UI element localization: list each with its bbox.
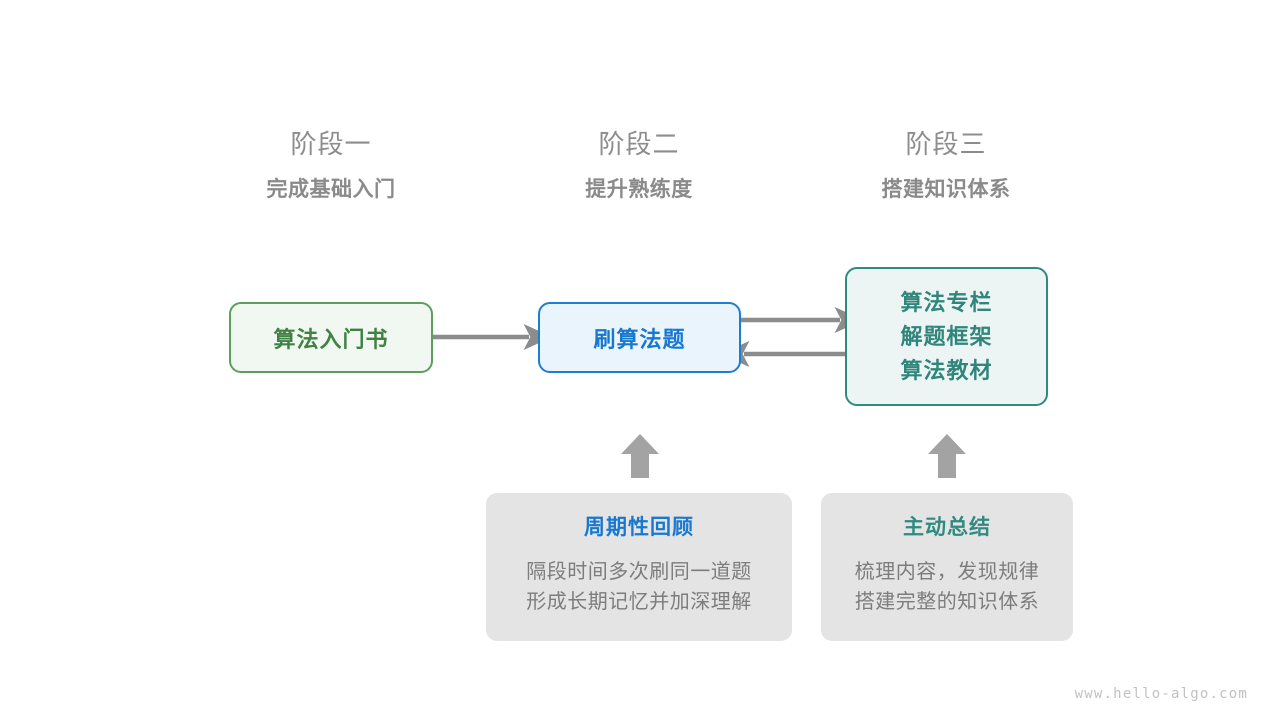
card-summary-body: 梳理内容，发现规律 搭建完整的知识体系 xyxy=(855,557,1040,617)
node-book-label: 算法入门书 xyxy=(273,326,389,352)
up-arrow-review-icon xyxy=(621,434,659,478)
site-watermark: www.hello-algo.com xyxy=(1074,686,1248,702)
card-review-title: 周期性回顾 xyxy=(584,516,694,539)
stage-1-title: 阶段一 xyxy=(290,129,372,159)
arrow-practice-to-system xyxy=(738,306,856,334)
note-card-active-summary[interactable]: 主动总结 梳理内容，发现规律 搭建完整的知识体系 xyxy=(821,493,1073,641)
note-card-periodic-review[interactable]: 周期性回顾 隔段时间多次刷同一道题 形成长期记忆并加深理解 xyxy=(486,493,792,641)
stage-header-2: 阶段二 提升熟练度 xyxy=(509,128,769,204)
node-knowledge-system[interactable]: 算法专栏 解题框架 算法教材 xyxy=(845,267,1048,406)
card-review-body: 隔段时间多次刷同一道题 形成长期记忆并加深理解 xyxy=(526,557,752,617)
stage-header-1: 阶段一 完成基础入门 xyxy=(201,128,461,204)
card-summary-title: 主动总结 xyxy=(903,516,991,539)
card-summary-body-line-2: 搭建完整的知识体系 xyxy=(854,591,1040,613)
stage-3-title: 阶段三 xyxy=(905,129,987,159)
node-system-line-1: 算法专栏 xyxy=(900,289,993,315)
stage-2-title: 阶段二 xyxy=(598,129,680,159)
stage-1-subtitle: 完成基础入门 xyxy=(266,178,396,201)
card-review-body-line-2: 形成长期记忆并加深理解 xyxy=(526,591,752,613)
stage-2-subtitle: 提升熟练度 xyxy=(585,178,693,201)
node-practice-problems[interactable]: 刷算法题 xyxy=(538,302,741,373)
stage-header-3: 阶段三 搭建知识体系 xyxy=(816,128,1076,204)
card-summary-body-line-1: 梳理内容，发现规律 xyxy=(854,561,1040,583)
arrow-system-to-practice xyxy=(736,340,846,368)
up-arrow-summary-icon xyxy=(928,434,966,478)
node-system-line-2: 解题框架 xyxy=(900,323,993,349)
node-practice-label: 刷算法题 xyxy=(593,326,686,352)
arrow-book-to-practice xyxy=(430,323,548,351)
node-algorithm-intro-book[interactable]: 算法入门书 xyxy=(229,302,433,373)
stage-3-subtitle: 搭建知识体系 xyxy=(881,178,1011,201)
card-review-body-line-1: 隔段时间多次刷同一道题 xyxy=(526,561,752,583)
node-system-line-3: 算法教材 xyxy=(900,357,993,383)
